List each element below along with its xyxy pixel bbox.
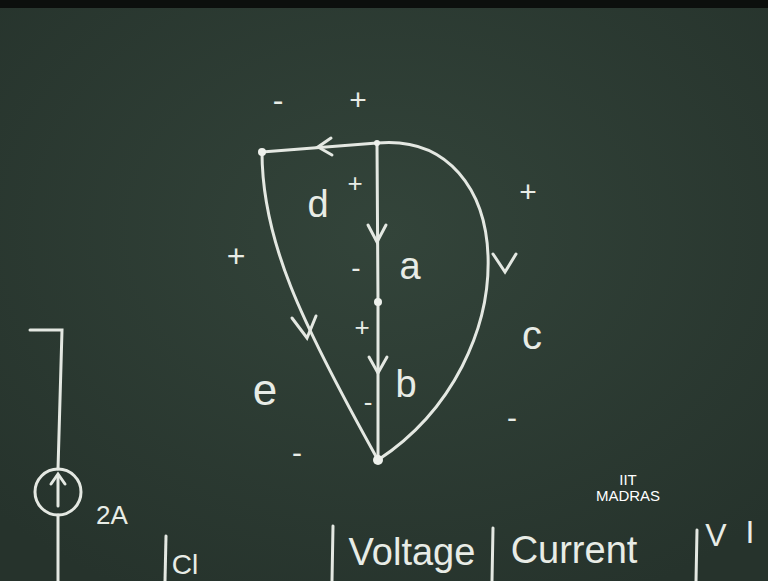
polarity-sign: - [507, 403, 517, 433]
branch-name: e [253, 368, 277, 412]
watermark: IIT MADRAS [593, 472, 663, 504]
frame [0, 0, 768, 8]
polarity-sign: + [519, 177, 537, 207]
polarity-sign: + [227, 240, 246, 272]
polarity-sign: - [292, 438, 302, 468]
source-value: 2A [96, 502, 128, 528]
polarity-sign: + [349, 85, 367, 115]
branch-name: a [399, 247, 420, 285]
polarity-sign: - [351, 254, 360, 282]
table-header: V [705, 519, 726, 551]
branch-name: c [522, 315, 542, 355]
polarity-sign: - [273, 84, 284, 116]
graph-vertices [258, 140, 383, 465]
table-header: Cl [172, 551, 198, 579]
branches [30, 138, 697, 581]
table-header: Current [511, 531, 638, 569]
table-header: I [746, 516, 755, 548]
branch-name: b [395, 365, 416, 403]
polarity-sign: + [354, 314, 369, 340]
polarity-sign: - [364, 389, 373, 415]
branch-name: d [307, 185, 328, 223]
polarity-sign: + [347, 170, 362, 196]
table-header: Voltage [349, 533, 476, 571]
